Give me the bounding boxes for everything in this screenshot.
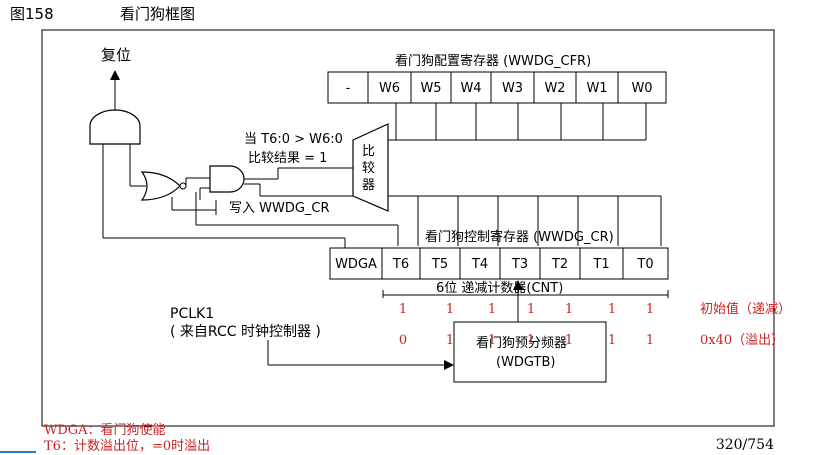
overflow-value: 1 — [488, 333, 496, 348]
pclk-label: PCLK1 — [170, 306, 214, 322]
cfr-bit: W1 — [586, 81, 607, 96]
init-value: 1 — [527, 302, 535, 317]
comparator-char-2: 较 — [362, 161, 375, 176]
cr-bit: T6 — [392, 257, 409, 272]
condition-line-2: 比较结果 = 1 — [248, 151, 327, 166]
page-number: 320/754 — [715, 437, 774, 453]
overflow-value: 0 — [399, 333, 407, 348]
init-value: 1 — [646, 302, 654, 317]
init-value: 1 — [565, 302, 573, 317]
accent-bar — [0, 451, 36, 453]
cr-bit: T1 — [592, 257, 609, 272]
overflow-value: 1 — [527, 333, 535, 348]
cr-bit: T4 — [471, 257, 488, 272]
note-wdga: WDGA：看门狗使能 — [44, 423, 166, 438]
cfr-title: 看门狗配置寄存器 (WWDG_CFR) — [395, 53, 591, 69]
init-values-row: 1 1 1 1 1 1 1 — [399, 302, 654, 317]
cfr-bit: W6 — [379, 81, 400, 96]
cr-bit: WDGA — [335, 257, 377, 272]
write-and-gate — [209, 165, 245, 193]
cfr-bit: W4 — [460, 81, 481, 96]
cfr-bit: W2 — [544, 81, 565, 96]
cfr-bit: - — [346, 81, 351, 96]
cr-register: WDGA T6 T5 T4 T3 T2 T1 T0 — [329, 247, 669, 280]
or-gate — [140, 171, 181, 201]
comparator-char-1: 比 — [362, 144, 375, 159]
overflow-values-row: 0 1 1 1 1 1 1 — [399, 333, 654, 348]
init-value: 1 — [446, 302, 454, 317]
reset-and-gate — [89, 109, 141, 145]
cr-bit: T2 — [551, 257, 568, 272]
init-value: 1 — [608, 302, 616, 317]
overflow-note: 0x40（溢出） — [700, 333, 784, 348]
prescaler-line-2: (WDGTB) — [496, 355, 555, 370]
init-value: 1 — [399, 302, 407, 317]
overflow-value: 1 — [446, 333, 454, 348]
write-label: 写入 WWDG_CR — [229, 201, 330, 216]
init-value: 1 — [488, 302, 496, 317]
cr-title: 看门狗控制寄存器 (WWDG_CR) — [425, 229, 614, 245]
reset-label: 复位 — [101, 46, 131, 64]
overflow-value: 1 — [565, 333, 573, 348]
cr-bit: T0 — [636, 257, 653, 272]
cfr-bit: W3 — [502, 81, 523, 96]
comparator — [352, 123, 389, 212]
figure-label: 图158 — [10, 5, 54, 23]
pclk-source: ( 来自RCC 时钟控制器 ) — [170, 323, 321, 340]
cfr-register: - W6 W5 W4 W3 W2 W1 W0 — [327, 71, 667, 104]
prescaler-line-1: 看门狗预分频器 — [476, 335, 567, 351]
prescaler-block — [453, 321, 607, 383]
diagram-frame — [41, 29, 775, 427]
counter-label: 6位 递减计数器(CNT) — [436, 281, 563, 296]
condition-line-1: 当 T6:0 > W6:0 — [244, 132, 343, 147]
cfr-bit: W0 — [631, 81, 652, 96]
cfr-bit: W5 — [420, 81, 441, 96]
overflow-value: 1 — [646, 333, 654, 348]
cr-bit: T3 — [511, 257, 528, 272]
overflow-value: 1 — [608, 333, 616, 348]
init-note: 初始值（递减） — [700, 301, 791, 317]
comparator-char-3: 器 — [362, 178, 375, 193]
note-t6: T6：计数溢出位，=0时溢出 — [44, 439, 211, 454]
cr-bit: T5 — [431, 257, 448, 272]
figure-title: 看门狗框图 — [120, 5, 196, 23]
